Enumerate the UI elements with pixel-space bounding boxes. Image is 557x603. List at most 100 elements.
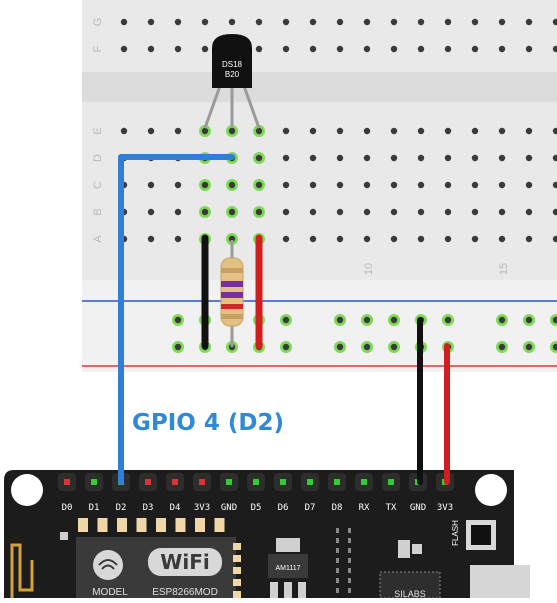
- model-label: MODEL: [92, 587, 128, 598]
- breadboard-hole: [525, 235, 533, 243]
- breadboard-hole: [282, 127, 290, 135]
- pin-label-3v3: 3V3: [437, 503, 453, 513]
- breadboard-hole: [147, 127, 155, 135]
- column-number-15: 15: [498, 263, 510, 275]
- breadboard-hole: [336, 235, 344, 243]
- breadboard-hole: [147, 45, 155, 53]
- breadboard-hole: [201, 127, 209, 135]
- usb-uart-chip: [379, 571, 441, 599]
- sensor-label-line2: B20: [225, 70, 240, 79]
- sensor-label-line1: DS18: [222, 60, 243, 69]
- breadboard-hole: [309, 18, 317, 26]
- wifi-logo-badge: [148, 548, 222, 576]
- breadboard-hole: [498, 235, 506, 243]
- breadboard-hole: [363, 208, 371, 216]
- breadboard-hole: [552, 235, 557, 243]
- breadboard-hole: [498, 316, 506, 324]
- breadboard-hole: [417, 18, 425, 26]
- breadboard-hole: [336, 45, 344, 53]
- breadboard-hole: [525, 208, 533, 216]
- breadboard-hole: [471, 208, 479, 216]
- breadboard-hole: [174, 181, 182, 189]
- breadboard-hole: [309, 235, 317, 243]
- breadboard-hole: [444, 181, 452, 189]
- breadboard-hole: [336, 316, 344, 324]
- breadboard-hole: [363, 343, 371, 351]
- breadboard-hole: [255, 127, 263, 135]
- gpio-annotation-label: GPIO 4 (D2): [132, 410, 284, 436]
- module-side-pad: [233, 555, 241, 562]
- pin-label-3v3: 3V3: [194, 503, 210, 513]
- breadboard-hole: [552, 18, 557, 26]
- breadboard-hole: [498, 127, 506, 135]
- breadboard-hole: [363, 235, 371, 243]
- breadboard-hole: [471, 154, 479, 162]
- data-wire-gpio4: [118, 154, 235, 485]
- breadboard-hole: [498, 343, 506, 351]
- module-pad: [175, 518, 186, 532]
- pin-label-d8: D8: [332, 503, 343, 513]
- breadboard-hole: [201, 181, 209, 189]
- breadboard-hole: [363, 181, 371, 189]
- ds18b20-sensor: DS18 B20: [203, 34, 261, 129]
- breadboard-hole: [471, 45, 479, 53]
- pin-label-rx: RX: [359, 503, 370, 513]
- breadboard-hole: [471, 18, 479, 26]
- smd-component: [398, 540, 410, 558]
- breadboard-hole: [552, 181, 557, 189]
- breadboard-center-channel: [82, 72, 557, 102]
- breadboard-hole: [417, 181, 425, 189]
- pin-label-d6: D6: [278, 503, 289, 513]
- breadboard-hole: [174, 343, 182, 351]
- breadboard-hole: [282, 316, 290, 324]
- breadboard-hole: [417, 127, 425, 135]
- smd-part: [60, 532, 68, 540]
- module-side-pad: [233, 567, 241, 574]
- breadboard-holes: [120, 18, 557, 353]
- pin-label-gnd: GND: [410, 503, 426, 513]
- breadboard-hole: [282, 181, 290, 189]
- breadboard-hole: [525, 181, 533, 189]
- breadboard-hole: [147, 18, 155, 26]
- pin-label-gnd: GND: [221, 503, 237, 513]
- pin-label-d7: D7: [305, 503, 316, 513]
- row-letter-a: A: [92, 235, 104, 243]
- pin-label-d3: D3: [143, 503, 154, 513]
- breadboard-hole: [309, 127, 317, 135]
- breadboard-power-rail: [82, 280, 557, 372]
- breadboard-hole: [390, 181, 398, 189]
- breadboard-hole: [417, 235, 425, 243]
- breadboard-hole: [174, 235, 182, 243]
- breadboard-hole: [282, 154, 290, 162]
- pin-label-d1: D1: [89, 503, 100, 513]
- breadboard-hole: [336, 154, 344, 162]
- breadboard-hole: [552, 127, 557, 135]
- module-pad: [117, 518, 127, 532]
- breadboard-hole: [363, 154, 371, 162]
- breadboard-hole: [444, 208, 452, 216]
- breadboard-hole: [390, 127, 398, 135]
- breadboard-hole: [228, 18, 236, 26]
- breadboard-hole: [255, 154, 263, 162]
- resistor: [220, 257, 244, 327]
- mounting-hole-left: [11, 474, 43, 506]
- row-letter-f: F: [92, 45, 104, 52]
- breadboard-hole: [444, 154, 452, 162]
- breadboard-hole: [336, 18, 344, 26]
- pin-label-d5: D5: [251, 503, 262, 513]
- breadboard-hole: [201, 45, 209, 53]
- breadboard-hole: [444, 316, 452, 324]
- breadboard-hole: [498, 154, 506, 162]
- breadboard-hole: [282, 235, 290, 243]
- breadboard-hole: [282, 45, 290, 53]
- breadboard-hole: [363, 127, 371, 135]
- breadboard-hole: [390, 235, 398, 243]
- breadboard-hole: [147, 208, 155, 216]
- breadboard-hole: [417, 154, 425, 162]
- regulator-tab: [276, 538, 300, 552]
- regulator-chip: [268, 554, 308, 578]
- breadboard-hole: [336, 208, 344, 216]
- module-label: ESP8266MOD: [152, 587, 218, 598]
- antenna-trace: [10, 543, 34, 598]
